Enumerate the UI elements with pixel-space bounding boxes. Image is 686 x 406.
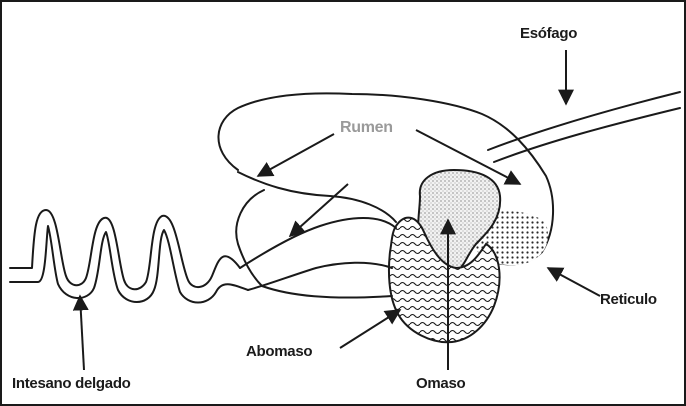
label-omaso: Omaso [416,375,465,392]
pylorus-upper [240,218,396,268]
rumen-bottom [262,286,392,298]
intestine-arrow [80,296,84,370]
rumen-lower [238,172,396,222]
reticulum-arrow [548,268,600,296]
label-esofago: Esófago [520,25,577,42]
esophagus [488,92,680,162]
label-intestino: Intesano delgado [12,375,131,392]
rumen-pouch [236,190,264,286]
small-intestine [10,210,248,303]
label-rumen: Rumen [340,119,393,136]
label-abomaso: Abomaso [246,343,312,360]
pylorus-lower [248,263,392,290]
abomasum-arrow [340,310,400,348]
rumen-arrow-left [258,134,334,176]
label-reticulo: Reticulo [600,291,657,308]
